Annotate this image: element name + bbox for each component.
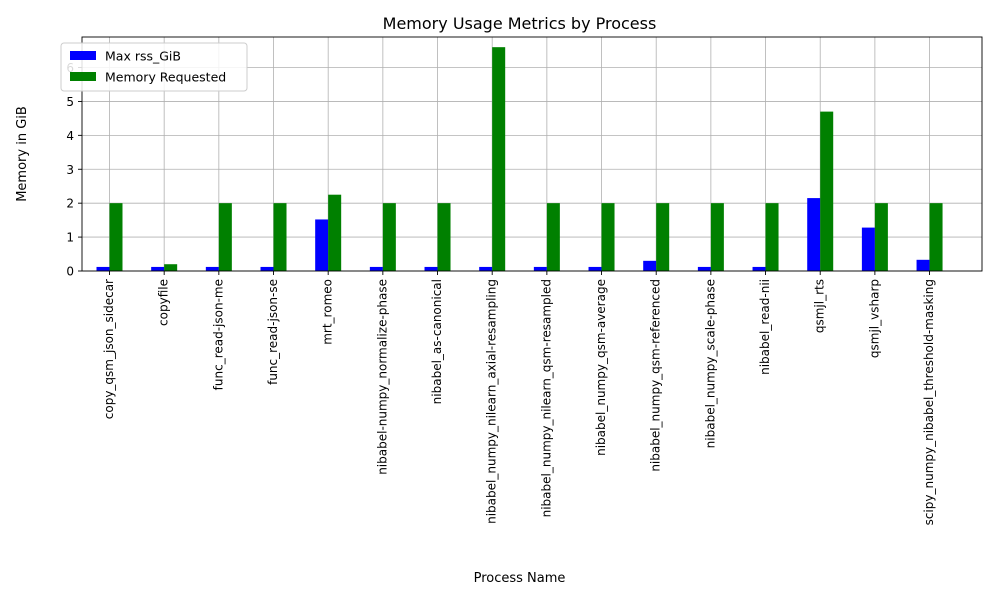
bar-max-rss bbox=[588, 266, 602, 271]
legend-label: Memory Requested bbox=[105, 70, 226, 85]
x-tick-label: nibabel_numpy_scale-phase bbox=[703, 279, 717, 448]
plot-frame bbox=[81, 36, 983, 272]
x-tick-label: nibabel-numpy_normalize-phase bbox=[375, 279, 389, 475]
x-tick-label: qsmjl_vsharp bbox=[867, 279, 881, 358]
bar-max-rss bbox=[151, 266, 165, 271]
bar-memory-requested bbox=[437, 203, 451, 271]
bar-max-rss bbox=[533, 266, 547, 271]
legend: Max rss_GiB Memory Requested bbox=[60, 42, 248, 92]
x-tick-label: mrt_romeo bbox=[321, 279, 335, 345]
bar-memory-requested bbox=[546, 203, 560, 271]
bar-memory-requested bbox=[601, 203, 615, 271]
bar-max-rss bbox=[205, 266, 219, 271]
x-tick-label: nibabel_read-nii bbox=[758, 279, 772, 375]
bar-memory-requested bbox=[765, 203, 779, 271]
legend-swatch bbox=[70, 51, 96, 60]
bar-max-rss bbox=[752, 266, 766, 271]
legend-label: Max rss_GiB bbox=[105, 49, 181, 64]
y-tick-label: 1 bbox=[66, 231, 74, 245]
bar-memory-requested bbox=[874, 203, 888, 271]
x-tick-label: nibabel_as-canonical bbox=[430, 279, 444, 404]
x-tick-label: func_read-json-se bbox=[266, 279, 280, 385]
bar-max-rss bbox=[643, 260, 657, 271]
bar-max-rss bbox=[807, 198, 821, 271]
legend-swatch bbox=[70, 72, 96, 81]
chart-title: Memory Usage Metrics by Process bbox=[383, 14, 657, 33]
bar-memory-requested bbox=[109, 203, 123, 271]
y-tick-label: 4 bbox=[66, 129, 74, 143]
bar-max-rss bbox=[479, 266, 493, 271]
bar-max-rss bbox=[697, 266, 711, 271]
bar-memory-requested bbox=[273, 203, 287, 271]
bar-memory-requested bbox=[328, 194, 342, 271]
bar-max-rss bbox=[260, 266, 274, 271]
bar-memory-requested bbox=[382, 203, 396, 271]
bar-max-rss bbox=[861, 227, 875, 271]
legend-box bbox=[60, 42, 248, 92]
bar-memory-requested bbox=[710, 203, 724, 271]
bar-max-rss bbox=[315, 219, 329, 271]
bar-memory-requested bbox=[929, 203, 943, 271]
y-tick-label: 0 bbox=[66, 265, 74, 279]
bar-max-rss bbox=[369, 266, 383, 271]
y-axis-ticks: 0123456 bbox=[66, 61, 82, 279]
bar-memory-requested bbox=[492, 47, 506, 271]
x-tick-label: func_read-json-me bbox=[211, 279, 225, 390]
x-tick-label: copyfile bbox=[157, 279, 171, 326]
bar-memory-requested bbox=[656, 203, 670, 271]
x-tick-label: nibabel_numpy_qsm-average bbox=[594, 279, 608, 456]
bar-max-rss bbox=[424, 266, 438, 271]
bar-max-rss bbox=[916, 259, 930, 271]
y-tick-label: 3 bbox=[66, 163, 74, 177]
x-tick-label: qsmjl_rts bbox=[813, 279, 827, 333]
bar-memory-requested bbox=[218, 203, 232, 271]
y-axis-label: Memory in GiB bbox=[15, 106, 30, 202]
x-tick-label: scipy_numpy_nibabel_threshold-masking bbox=[922, 279, 936, 525]
x-axis-ticks: copy_qsm_json_sidecar copyfile func_read-j… bbox=[102, 271, 936, 525]
x-axis-label: Process Name bbox=[474, 571, 566, 586]
y-tick-label: 2 bbox=[66, 197, 74, 211]
bar-max-rss bbox=[96, 266, 110, 271]
x-tick-label: nibabel_numpy_nilearn_axial-resampling bbox=[485, 279, 499, 524]
bars bbox=[96, 47, 943, 271]
bar-memory-requested bbox=[164, 264, 178, 271]
x-tick-label: nibabel_numpy_nilearn_qsm-resampled bbox=[539, 279, 553, 517]
x-tick-label: nibabel_numpy_qsm-referenced bbox=[649, 279, 663, 472]
y-tick-label: 5 bbox=[66, 95, 74, 109]
bar-memory-requested bbox=[820, 111, 834, 271]
x-tick-label: copy_qsm_json_sidecar bbox=[102, 279, 116, 419]
